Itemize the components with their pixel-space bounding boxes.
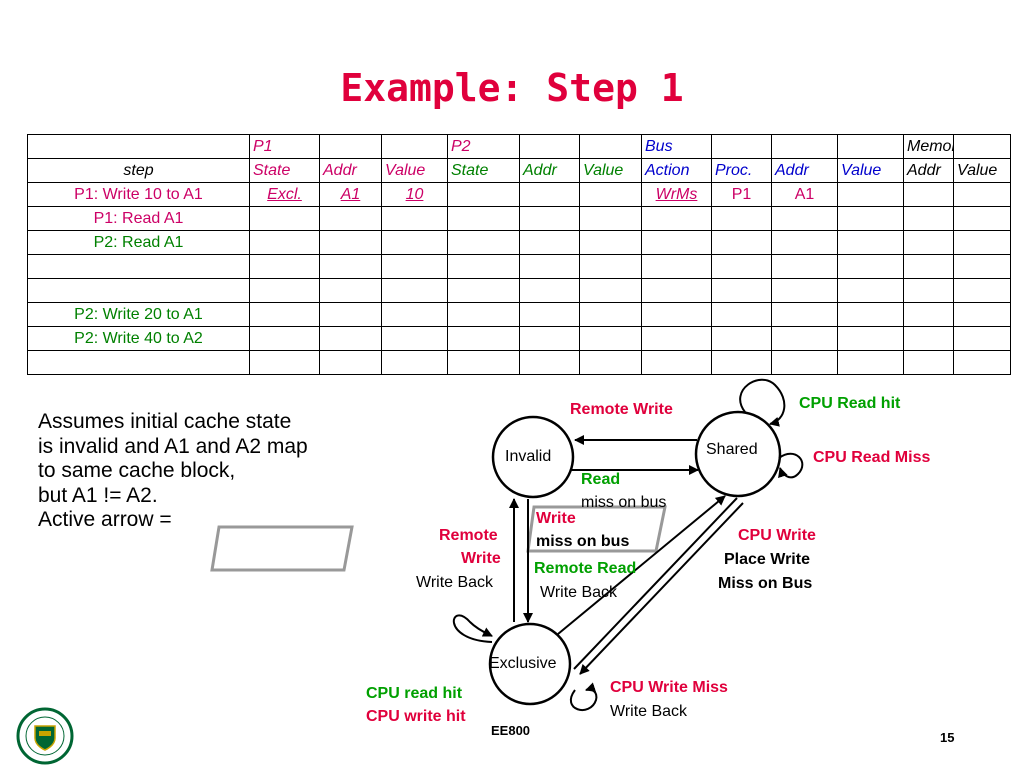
step-cell: P1: Read A1 [27,206,250,231]
header-step: step [27,158,250,183]
header-bus: Bus [641,134,712,159]
p1-state-cell: Excl. [249,182,320,207]
table-row [27,254,1011,279]
state-shared-label: Shared [706,441,758,458]
label-cpu-read-hit-excl: CPU read hit [366,685,463,702]
state-exclusive-label: Exclusive [489,655,557,672]
label-miss-on-bus-read: miss on bus [581,494,667,511]
table-row: P2: Write 40 to A2 [27,326,1011,351]
assumption-line: to same cache block, [38,459,236,482]
arrow-shared-to-exclusive [579,502,744,675]
header-mem-value: Value [953,158,1011,183]
label-place-write: Place Write [724,551,810,568]
header-p2-state: State [447,158,520,183]
header-p1-addr: Addr [319,158,382,183]
table-row: P2: Write 20 to A1 [27,302,1011,327]
table-header-row-2: step State Addr Value State Addr Value A… [27,158,1011,183]
bus-addr-cell: A1 [771,182,838,207]
loop-exclusive-write-miss [569,682,598,711]
step-cell: P2: Write 40 to A2 [27,326,250,351]
header-p1: P1 [249,134,320,159]
step-cell [27,350,250,375]
arrow-exclusive-to-shared [557,495,726,635]
assumption-line: Active arrow = [38,508,172,531]
bus-action-cell: WrMs [641,182,712,207]
label-cpu-read-miss: CPU Read Miss [813,449,931,466]
state-invalid-circle [491,415,575,499]
label-cpu-write: CPU Write [738,527,816,544]
label-write-back-cwm: Write Back [610,703,688,720]
label-miss-on-bus-place: Miss on Bus [718,575,813,592]
loop-shared-read-hit [739,378,786,427]
loop-exclusive-hit [452,614,493,643]
label-write-left: Write [461,550,501,567]
label-read: Read [581,471,621,488]
p1-addr-cell: A1 [319,182,382,207]
header-empty-cell [27,134,250,159]
table-row: P1: Read A1 [27,206,1011,231]
header-p2-addr: Addr [519,158,580,183]
label-cpu-write-hit-excl: CPU write hit [366,708,466,725]
p1-value-cell: 10 [381,182,448,207]
label-write-back-left: Write Back [416,574,494,591]
state-invalid-label: Invalid [505,448,552,465]
table-row: P2: Read A1 [27,230,1011,255]
state-shared-circle [694,410,782,498]
label-remote: Remote [439,527,498,544]
university-logo [16,707,74,765]
header-p1-value: Value [381,158,448,183]
label-remote-read: Remote Read [534,560,637,577]
header-bus-addr: Addr [771,158,838,183]
table-row [27,350,1011,375]
label-miss-on-bus-write: miss on bus [536,533,630,550]
active-arrow-legend-box [210,525,354,572]
arrow-shared-to-exclusive-line [573,497,738,670]
footer-course: EE800 [491,723,531,738]
header-bus-proc: Proc. [711,158,772,183]
assumption-line: is invalid and A1 and A2 map [38,434,308,458]
active-arrow-highlight-box [526,505,667,553]
page-number: 15 [940,730,955,745]
header-memory: Memory [903,134,954,159]
label-remote-write: Remote Write [570,401,673,418]
loop-shared-read-miss [778,452,804,479]
state-exclusive-circle [488,622,572,706]
assumption-line: Assumes initial cache state [38,410,292,433]
label-cpu-write-miss: CPU Write Miss [610,679,728,696]
assumptions-text: Assumes initial cache state is invalid a… [38,410,308,533]
label-write: Write [536,510,576,527]
step-cell: P1: Write 10 to A1 [27,182,250,207]
label-write-back-remote-read: Write Back [540,584,618,601]
coherence-trace-table: P1 P2 Bus Memory step State Addr Value S… [27,134,1011,375]
label-cpu-read-hit: CPU Read hit [799,395,901,412]
step-cell: P2: Write 20 to A1 [27,302,250,327]
step-cell [27,254,250,279]
assumption-line: but A1 != A2. [38,483,158,507]
table-row [27,278,1011,303]
slide-title: Example: Step 1 [340,66,684,110]
